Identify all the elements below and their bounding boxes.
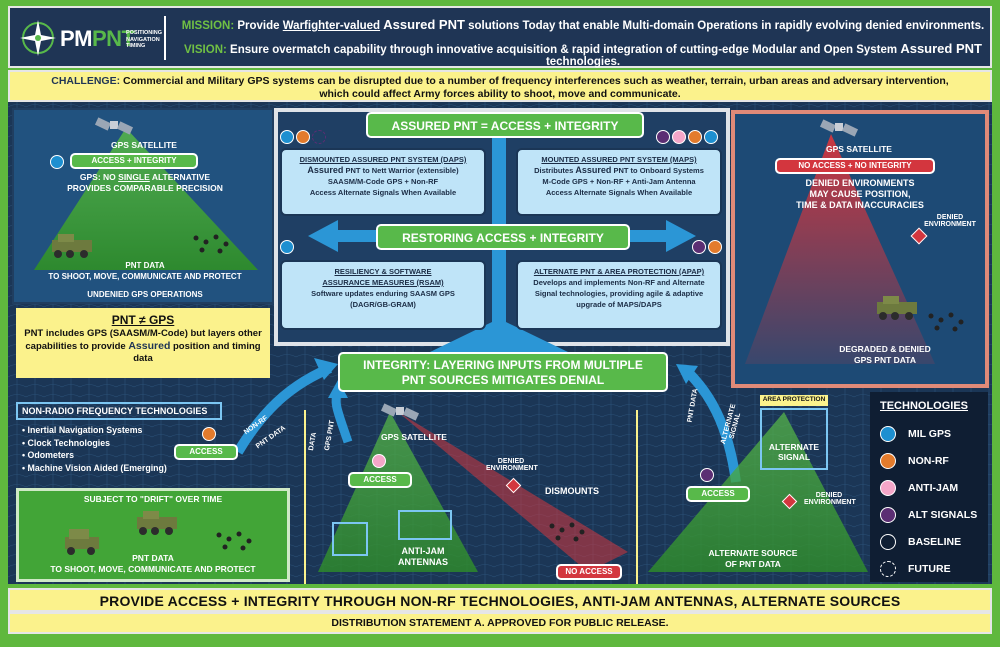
anti-jam-dot [672, 130, 686, 144]
satellite-icon [819, 119, 859, 137]
gps-satellite-label: GPS SATELLITE [826, 144, 892, 154]
list-item: • Clock Technologies [22, 437, 110, 448]
drift-label: SUBJECT TO "DRIFT" OVER TIME [83, 494, 223, 504]
rsam-box: RESILIENCY & SOFTWARE ASSURANCE MEASURES… [280, 260, 486, 330]
mil-gps-dot [50, 155, 64, 169]
access-pill: ACCESS [686, 486, 750, 502]
footer-summary: PROVIDE ACCESS + INTEGRITY THROUGH NON-R… [8, 588, 992, 612]
denied-env-label: DENIED ENVIRONMENT [486, 458, 538, 472]
divider [636, 410, 638, 584]
dismounts-label: DISMOUNTS [545, 486, 599, 496]
non-rf-dot [296, 130, 310, 144]
antenna-box [332, 522, 368, 556]
main-area: GPS SATELLITE ACCESS + INTEGRITY GPS: NO… [8, 102, 992, 584]
non-rf-title: NON-RADIO FREQUENCY TECHNOLOGIES [16, 402, 222, 420]
satellite-icon [380, 403, 420, 421]
vehicle-icon [137, 511, 177, 535]
future-alt-dot [312, 130, 326, 144]
legend-dot [880, 534, 896, 550]
non-rf-section: NON-RADIO FREQUENCY TECHNOLOGIES • Inert… [16, 402, 230, 482]
gps-alternative-text: GPS: NO SINGLE ALTERNATIVE PROVIDES COMP… [67, 172, 223, 193]
legend-dot [880, 453, 896, 469]
green-beam [34, 128, 258, 270]
pm-pnt-logo: PMPNT POSITIONING NAVIGATION TIMING [16, 12, 166, 66]
legend-dot [880, 426, 896, 442]
no-access-pill: NO ACCESS + NO INTEGRITY [775, 158, 935, 174]
soldiers-icon [216, 531, 252, 551]
area-protection-tag: AREA PROTECTION [760, 395, 828, 406]
daps-box: DISMOUNTED ASSURED PNT SYSTEM (DAPS) Ass… [280, 148, 486, 216]
soldiers-icon [928, 312, 964, 332]
non-rf-dot [202, 427, 216, 441]
technologies-legend: TECHNOLOGIES MIL GPS NON-RF ANTI-JAM ALT… [870, 392, 988, 582]
alt-signal-box [760, 408, 828, 470]
gps-satellite-label: GPS SATELLITE [111, 140, 177, 150]
alt-signals-dot [700, 468, 714, 482]
non-rf-dot [688, 130, 702, 144]
vehicle-icon [877, 296, 917, 320]
pnt-not-gps-note: PNT ≠ GPS PNT includes GPS (SAASM/M-Code… [16, 308, 270, 378]
undenied-label: UNDENIED GPS OPERATIONS [87, 290, 203, 299]
mil-gps-dot [704, 130, 718, 144]
alt-signals-dot [656, 130, 670, 144]
soldiers-icon [193, 234, 229, 254]
header-divider [164, 16, 166, 60]
mil-gps-dot [280, 240, 294, 254]
vision-statement: VISION: Ensure overmatch capability thro… [184, 41, 982, 68]
antenna-box [398, 510, 452, 540]
access-pill: ACCESS [348, 472, 412, 488]
list-item: • Machine Vision Aided (Emerging) [22, 462, 167, 473]
non-rf-dot [708, 240, 722, 254]
assured-pnt-pill: ASSURED PNT = ACCESS + INTEGRITY [366, 112, 644, 138]
no-access-pill: NO ACCESS [556, 564, 622, 580]
divider [304, 410, 306, 584]
apap-box: ALTERNATE PNT & AREA PROTECTION (APAP) D… [516, 260, 722, 330]
access-pill: ACCESS [174, 444, 238, 460]
denied-env-label: DENIED ENVIRONMENT [924, 214, 976, 228]
legend-dot [880, 507, 896, 523]
undenied-gps-panel: GPS SATELLITE ACCESS + INTEGRITY GPS: NO… [12, 108, 274, 304]
restoring-pill: RESTORING ACCESS + INTEGRITY [376, 224, 630, 250]
challenge-banner: CHALLENGE: Commercial and Military GPS s… [8, 70, 992, 102]
access-integrity-pill: ACCESS + INTEGRITY [70, 153, 198, 169]
legend-title: TECHNOLOGIES [880, 400, 969, 412]
denied-env-label: DENIED ENVIRONMENT [804, 492, 856, 506]
list-item: • Odometers [22, 450, 74, 461]
satellite-icon [94, 117, 134, 135]
header-banner: PMPNT POSITIONING NAVIGATION TIMING MISS… [8, 6, 992, 68]
logo-wordmark: PMPNT [60, 26, 135, 51]
mission-statement: MISSION: Provide Warfighter-valued Assur… [181, 17, 985, 32]
denied-gps-panel: GPS SATELLITE NO ACCESS + NO INTEGRITY D… [731, 110, 989, 388]
mil-gps-dot [280, 130, 294, 144]
anti-jam-dot [372, 454, 386, 468]
vehicle-icon [65, 529, 99, 555]
vehicle-icon [52, 234, 92, 258]
list-item: • Inertial Navigation Systems [22, 425, 143, 435]
alt-signals-dot [692, 240, 706, 254]
legend-dot [880, 561, 896, 577]
soldiers-icon [549, 522, 585, 542]
maps-box: MOUNTED ASSURED PNT SYSTEM (MAPS) Distri… [516, 148, 722, 216]
legend-dot [880, 480, 896, 496]
logo-subtitle: POSITIONING NAVIGATION TIMING [126, 30, 163, 49]
integrity-pill: INTEGRITY: LAYERING INPUTS FROM MULTIPLE… [338, 352, 668, 392]
compass-icon [20, 20, 56, 56]
non-rf-list: • Inertial Navigation Systems • Clock Te… [22, 424, 167, 474]
gps-satellite-label: GPS SATELLITE [381, 432, 447, 442]
distribution-statement: DISTRIBUTION STATEMENT A. APPROVED FOR P… [8, 612, 992, 634]
